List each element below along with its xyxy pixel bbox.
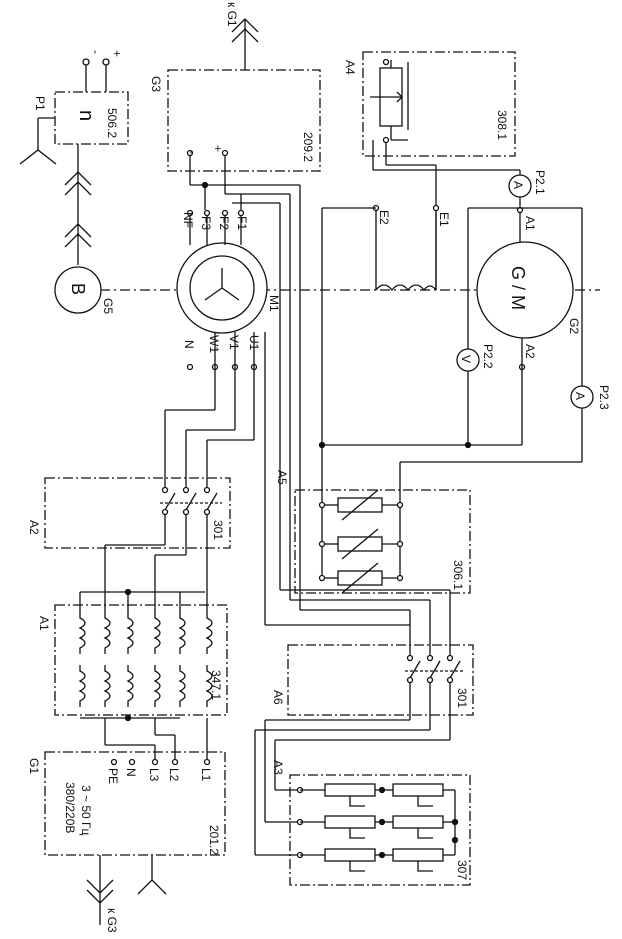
a5-code: 306.1 bbox=[451, 560, 465, 590]
g1-from-label: к G3 bbox=[105, 908, 119, 933]
m1-terminal-f2: F2 bbox=[217, 216, 231, 230]
p22-tag: P2.2 bbox=[481, 344, 495, 369]
p1-symbol: n bbox=[75, 110, 97, 121]
a6-code: 301 bbox=[455, 688, 469, 708]
g3-to-label: к G1 bbox=[225, 2, 239, 27]
g2-tag: G2 bbox=[567, 318, 581, 334]
g1-terminal-l3: L3 bbox=[147, 768, 161, 782]
a2-code: 301 bbox=[211, 520, 225, 540]
g2-a1: A1 bbox=[523, 216, 537, 231]
a2-tag: A2 bbox=[27, 520, 41, 535]
a5-block bbox=[294, 489, 471, 594]
g2-a2: A2 bbox=[523, 344, 537, 359]
g2-e2: E2 bbox=[377, 210, 391, 225]
g1-block bbox=[44, 751, 226, 856]
g1-terminal-pe: PE bbox=[106, 768, 120, 784]
a3-code: 307 bbox=[455, 860, 469, 880]
p1-minus: - bbox=[89, 50, 103, 54]
p1-plus: + bbox=[110, 50, 124, 57]
g2-e1: E1 bbox=[437, 212, 451, 227]
g1-rating-voltage: 380/220В bbox=[63, 782, 77, 833]
m1-terminal-n: N bbox=[182, 340, 196, 349]
a6-block bbox=[287, 644, 474, 716]
g1-terminal-n: N bbox=[124, 768, 138, 777]
a1-tag: A1 bbox=[37, 616, 51, 631]
a1-block bbox=[54, 604, 228, 716]
g1-terminal-l1: L1 bbox=[199, 768, 213, 782]
g1-rating-frequency: 3 ~ 50 Гц bbox=[79, 785, 93, 836]
a1-code: 347.1 bbox=[209, 670, 223, 700]
g3-minus: - bbox=[185, 150, 199, 154]
a3-block bbox=[289, 774, 471, 886]
m1-terminal-nf: NF bbox=[181, 212, 195, 228]
p21-tag: P2.1 bbox=[533, 170, 547, 195]
p22-symbol: V bbox=[459, 355, 473, 363]
g2-symbol: G / M bbox=[508, 266, 528, 310]
a4-code: 308.1 bbox=[495, 110, 509, 140]
a5-tag: A5 bbox=[275, 470, 289, 485]
p23-tag: P2.3 bbox=[597, 385, 611, 410]
g1-code: 201.2 bbox=[207, 825, 221, 855]
a6-tag: A6 bbox=[271, 690, 285, 705]
m1-terminal-w1: W1 bbox=[207, 335, 221, 353]
g3-code: 209.2 bbox=[301, 132, 315, 162]
g3-block bbox=[167, 69, 321, 172]
m1-terminal-v1: V1 bbox=[227, 335, 241, 350]
a2-block bbox=[44, 477, 231, 549]
g5-tag: G5 bbox=[101, 298, 115, 314]
m1-terminal-u1: U1 bbox=[247, 335, 261, 351]
g1-terminal-l2: L2 bbox=[167, 768, 181, 782]
m1-tag: M1 bbox=[267, 295, 281, 312]
p23-symbol: A bbox=[573, 392, 587, 400]
g2-machine bbox=[476, 241, 574, 339]
g3-tag: G3 bbox=[149, 76, 163, 92]
a3-tag: A3 bbox=[271, 760, 285, 775]
g5-symbol: B bbox=[68, 283, 88, 295]
p21-symbol: A bbox=[511, 181, 525, 189]
a4-block bbox=[362, 51, 516, 157]
g3-plus: + bbox=[211, 145, 225, 152]
a4-tag: A4 bbox=[343, 60, 357, 75]
p1-code: 506.2 bbox=[105, 108, 119, 138]
m1-terminal-f3: F3 bbox=[199, 216, 213, 230]
p1-tag: P1 bbox=[33, 96, 47, 111]
g5-machine bbox=[54, 266, 102, 314]
g1-tag: G1 bbox=[27, 758, 41, 774]
m1-terminal-f1: F1 bbox=[235, 216, 249, 230]
